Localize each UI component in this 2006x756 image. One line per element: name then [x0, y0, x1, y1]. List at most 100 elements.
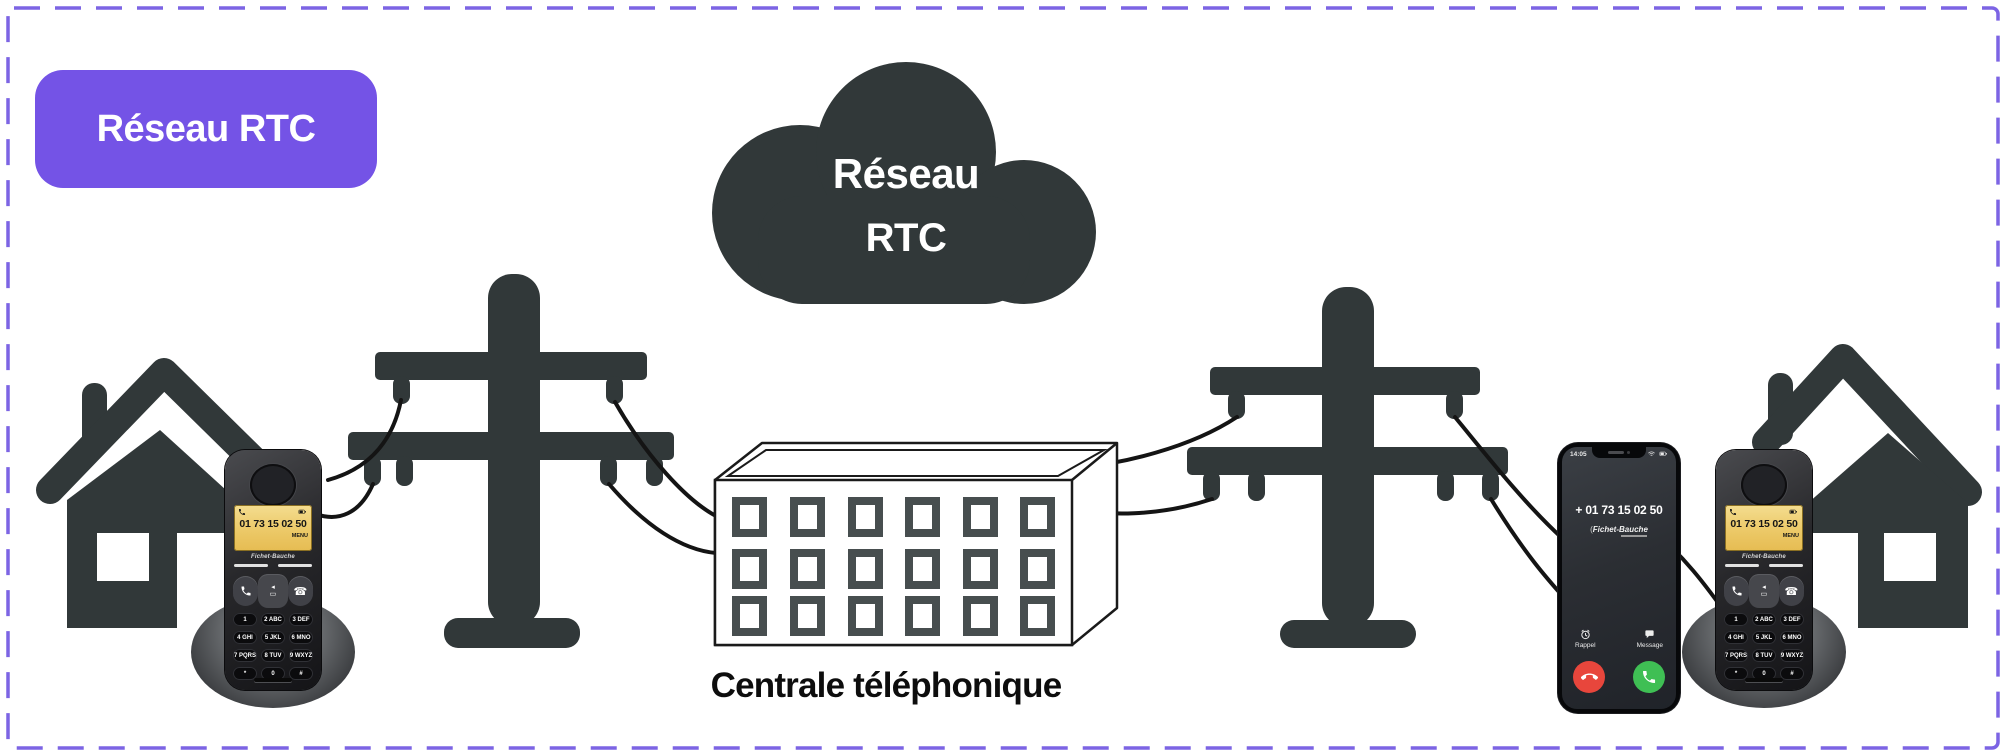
alarm-clock-icon — [1581, 629, 1590, 640]
battery-icon — [1789, 509, 1798, 514]
key-#[interactable]: # — [1780, 667, 1804, 680]
exchange-windows — [732, 497, 1055, 636]
softkey-bars — [225, 564, 321, 567]
key-9[interactable]: 9 WXYZ — [289, 649, 313, 662]
caller-number: + 01 73 15 02 50 — [1575, 503, 1663, 517]
wifi-icon — [1648, 451, 1655, 456]
key-1[interactable]: 1 — [233, 613, 257, 626]
key-8[interactable]: 8 TUV — [261, 649, 285, 662]
key-7[interactable]: 7 PQRS — [1724, 649, 1748, 662]
call-key[interactable] — [1724, 576, 1750, 606]
title-badge: Réseau RTC — [35, 70, 377, 188]
exchange-window-pane — [1028, 557, 1047, 581]
exchange-window-pane — [913, 505, 932, 529]
key-8[interactable]: 8 TUV — [1752, 649, 1776, 662]
key-0[interactable]: 0 — [1752, 667, 1776, 680]
speaker-grille — [1608, 451, 1624, 454]
wire — [326, 398, 403, 482]
wire — [1489, 497, 1570, 604]
nav-box-icon: ▭ — [1760, 591, 1768, 598]
recall-action[interactable]: Rappel — [1575, 629, 1596, 649]
key-*[interactable]: * — [233, 667, 257, 680]
softkey-bars — [1716, 564, 1812, 567]
utility-pole-left-icon — [348, 274, 674, 648]
brand-logo: Fichet-Bauche — [1742, 554, 1786, 560]
cordless-phone-right: 01 73 15 02 50 MENU Fichet-Bauche ◂▭ ☎ 1… — [1716, 450, 1812, 690]
key-6[interactable]: 6 MNO — [1780, 631, 1804, 644]
badge-label: Réseau RTC — [96, 107, 316, 150]
notch — [1592, 447, 1646, 458]
softkey-right[interactable] — [1769, 564, 1803, 567]
cordless-phone-left: 01 73 15 02 50 MENU Fichet-Bauche ◂▭ ☎ 1… — [225, 450, 321, 690]
utility-pole-right-icon — [1187, 287, 1508, 648]
softkey-left[interactable] — [1725, 564, 1759, 567]
wire — [613, 400, 718, 518]
caller-id-number: 01 73 15 02 50 — [239, 518, 307, 530]
earpiece-speaker — [1741, 464, 1787, 506]
accept-call-button[interactable] — [1633, 661, 1665, 693]
phone-screen: 01 73 15 02 50 MENU — [234, 505, 312, 551]
menu-softlabel: MENU — [291, 533, 308, 539]
key-3[interactable]: 3 DEF — [1780, 613, 1804, 626]
message-action[interactable]: Message — [1637, 629, 1663, 649]
telephone-wires — [314, 398, 1744, 638]
exchange-window-pane — [971, 505, 990, 529]
key-3[interactable]: 3 DEF — [289, 613, 313, 626]
cloud-label: Réseau RTC — [798, 150, 1014, 261]
key-1[interactable]: 1 — [1724, 613, 1748, 626]
hangup-key[interactable]: ☎ — [1778, 576, 1804, 606]
wire — [314, 482, 375, 519]
house-window — [1884, 533, 1936, 581]
brand-logo: Fichet-Bauche — [251, 554, 295, 560]
status-time: 14:05 — [1570, 451, 1587, 458]
cloud-line1: Réseau — [832, 150, 980, 197]
nav-up-icon: ◂ — [271, 584, 275, 591]
charging-slot — [1745, 678, 1783, 682]
key-5[interactable]: 5 JKL — [1752, 631, 1776, 644]
hangup-key[interactable]: ☎ — [287, 576, 313, 606]
decline-call-button[interactable] — [1573, 661, 1605, 693]
key-4[interactable]: 4 GHI — [1724, 631, 1748, 644]
softkey-right[interactable] — [278, 564, 312, 567]
key-9[interactable]: 9 WXYZ — [1780, 649, 1804, 662]
caller-id-number: 01 73 15 02 50 — [1730, 518, 1798, 530]
key-0[interactable]: 0 — [261, 667, 285, 680]
earpiece-speaker — [250, 464, 296, 506]
exchange-window-pane — [856, 557, 875, 581]
softkey-left[interactable] — [234, 564, 268, 567]
call-key[interactable] — [233, 576, 259, 606]
house-window — [97, 533, 149, 581]
battery-icon — [298, 509, 307, 514]
phone-screen: 01 73 15 02 50 MENU — [1725, 505, 1803, 551]
exchange-window-pane — [971, 604, 990, 628]
battery-icon — [1659, 451, 1668, 456]
cordless-keypad: 1 2 ABC 3 DEF 4 GHI 5 JKL 6 MNO 7 PQRS 8 TUV 9 W… — [233, 613, 313, 680]
nav-key[interactable]: ◂▭ — [1749, 574, 1779, 608]
key-5[interactable]: 5 JKL — [261, 631, 285, 644]
message-bubble-icon — [1645, 630, 1654, 639]
nav-key[interactable]: ◂▭ — [258, 574, 288, 608]
wire — [1453, 415, 1564, 540]
exchange-window-pane — [740, 604, 759, 628]
handset-status-icon — [1730, 509, 1737, 515]
cloud-icon — [712, 62, 1096, 304]
status-icons — [1647, 450, 1669, 458]
wire — [607, 482, 718, 555]
key-2[interactable]: 2 ABC — [261, 613, 285, 626]
cordless-keypad: 1 2 ABC 3 DEF 4 GHI 5 JKL 6 MNO 7 PQRS 8 TUV 9 W… — [1724, 613, 1804, 680]
key-#[interactable]: # — [289, 667, 313, 680]
key-4[interactable]: 4 GHI — [233, 631, 257, 644]
nav-up-icon: ◂ — [1762, 584, 1766, 591]
key-*[interactable]: * — [1724, 667, 1748, 680]
charging-slot — [254, 678, 292, 682]
exchange-window-pane — [913, 557, 932, 581]
exchange-window-pane — [740, 557, 759, 581]
exchange-window-pane — [856, 505, 875, 529]
nav-box-icon: ▭ — [269, 591, 277, 598]
handset-icon — [241, 586, 251, 596]
key-2[interactable]: 2 ABC — [1752, 613, 1776, 626]
key-6[interactable]: 6 MNO — [289, 631, 313, 644]
key-7[interactable]: 7 PQRS — [233, 649, 257, 662]
menu-softlabel: MENU — [1782, 533, 1799, 539]
dashed-border — [6, 6, 2000, 750]
